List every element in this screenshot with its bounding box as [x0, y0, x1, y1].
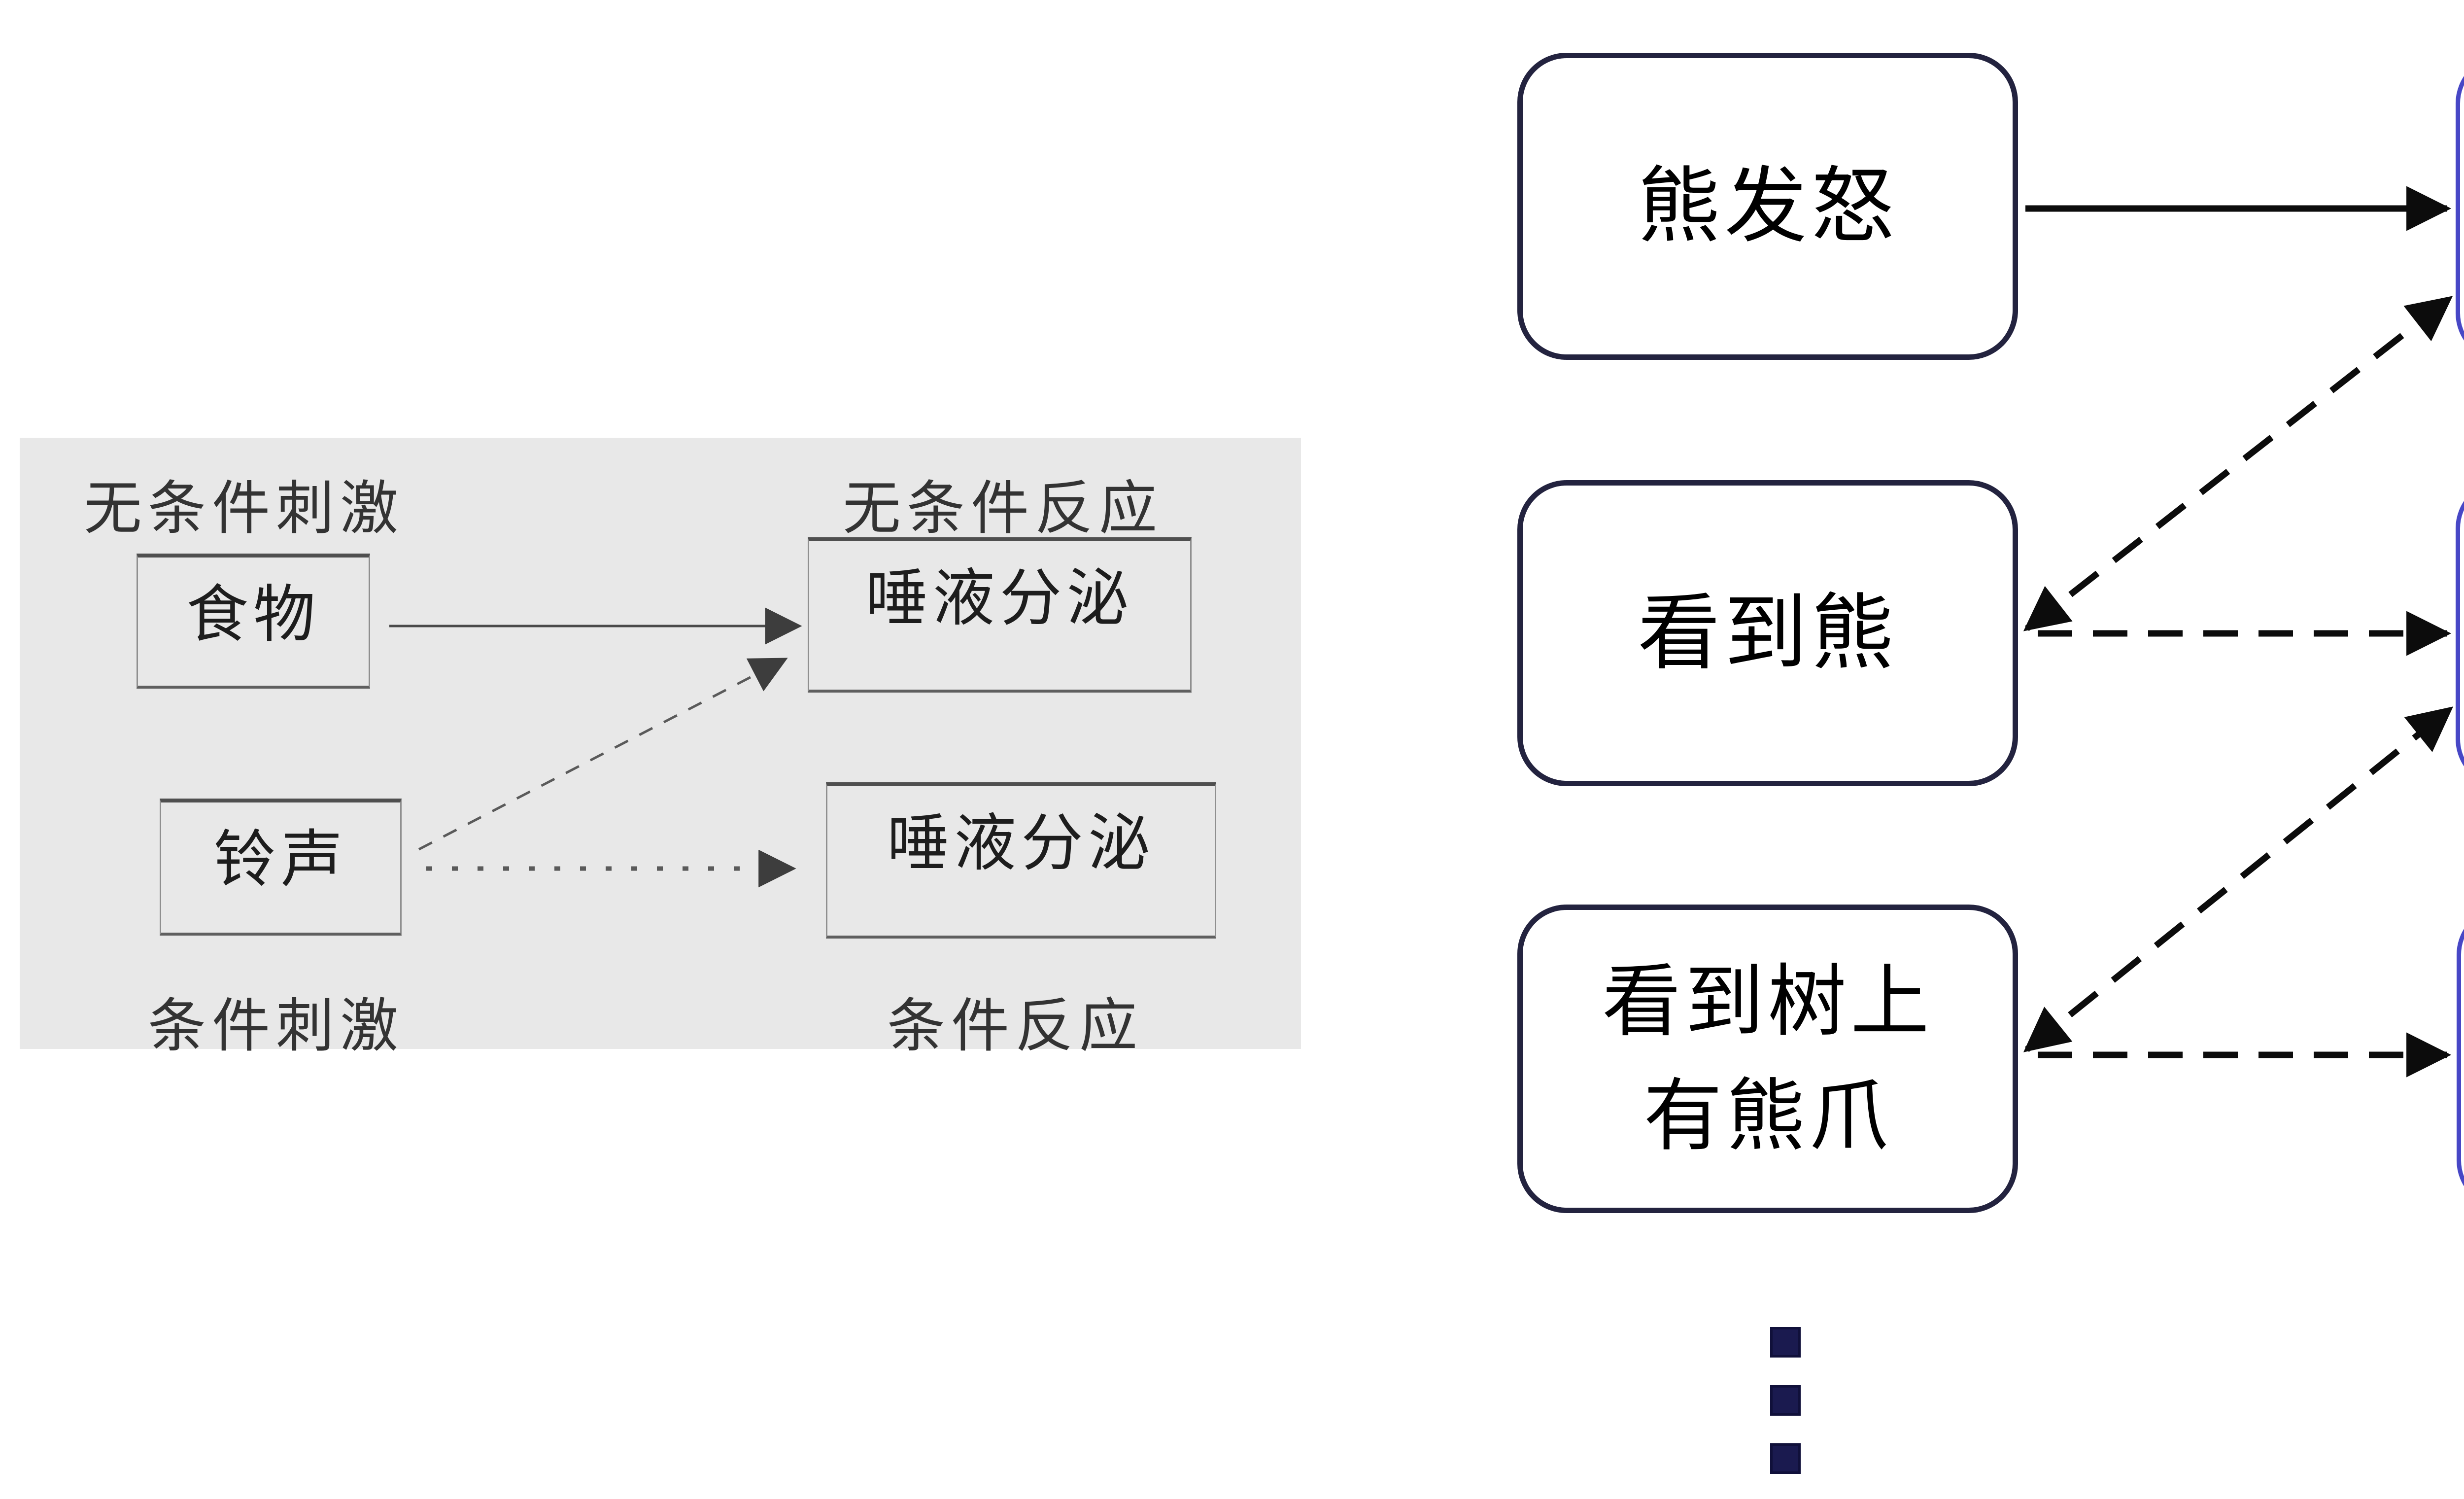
ellipsis-states [1770, 1327, 1803, 1499]
arrow-see-claw-value-next-dashed [2023, 706, 2454, 1052]
box-value-next: V(s′) [2456, 479, 2464, 788]
box-bell: 铃声 [160, 799, 402, 936]
ellipsis-dot [1770, 1385, 1801, 1416]
ellipsis-dot [1770, 1443, 1801, 1474]
label-conditioned-response: 条件反应 [887, 994, 1144, 1059]
classical-conditioning-panel: 无条件刺激 无条件反应 食物 唾液分泌 铃声 唾液分泌 条件刺激 条件反应 [20, 438, 1301, 1059]
box-salivation-conditioned: 唾液分泌 [826, 782, 1216, 939]
box-value-current: V(s) [2457, 906, 2464, 1210]
box-food: 食物 [137, 554, 370, 689]
label-unconditioned-response: 无条件反应 [843, 476, 1164, 541]
label-unconditioned-stimulus: 无条件刺激 [84, 476, 405, 541]
box-reward: 奖励 [2456, 54, 2464, 362]
box-bear-rage: 熊发怒 [1517, 53, 2018, 360]
box-salivation-unconditioned: 唾液分泌 [808, 537, 1192, 693]
label-conditioned-stimulus: 条件刺激 [148, 994, 405, 1059]
arrow-see-bear-reward-dashed [2023, 296, 2453, 631]
ellipsis-dot [1770, 1327, 1801, 1358]
box-see-claw: 看到树上 有熊爪 [1517, 905, 2018, 1213]
box-see-bear: 看到熊 [1517, 480, 2018, 786]
